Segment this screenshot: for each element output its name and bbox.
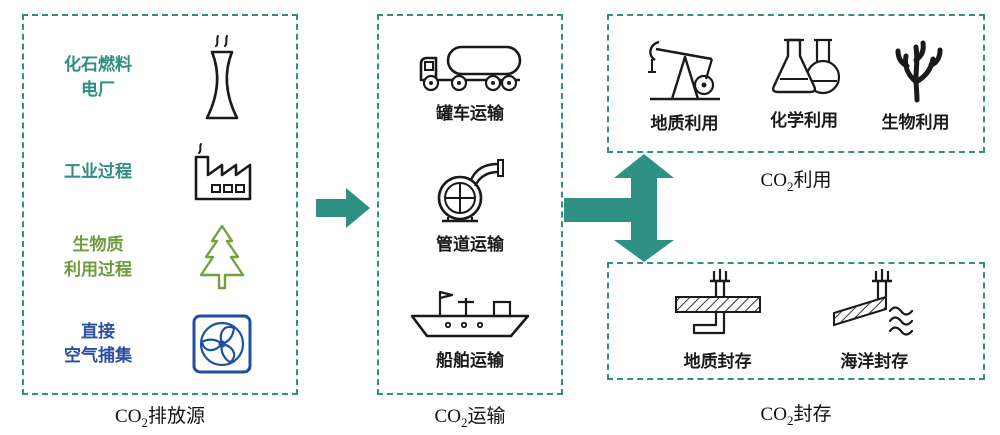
sources-caption: CO2排放源 <box>22 401 298 431</box>
ocean-storage-label: 海洋封存 <box>840 352 909 372</box>
fossil-plant-label: 化石燃料 电厂 <box>64 54 132 99</box>
storage-item-geological: 地质封存 <box>670 267 766 375</box>
utilization-box: 地质利用 化学利用 <box>607 14 985 153</box>
pine-tree-icon <box>199 224 245 290</box>
storage-caption-subscript: 2 <box>786 412 794 428</box>
source-item-industrial: 工业过程 <box>36 141 284 203</box>
truck-transport-label: 罐车运输 <box>436 104 504 124</box>
utilization-item-biological: 生物利用 <box>881 32 951 136</box>
industrial-label: 工业过程 <box>64 161 132 181</box>
cooling-tower-icon <box>205 34 239 119</box>
geological-storage-icon <box>674 269 761 335</box>
utilization-item-chemical: 化学利用 <box>760 34 848 134</box>
air-capture-fan-icon <box>192 314 252 374</box>
flow-arrow-sources-to-transport <box>316 188 370 228</box>
pipeline-pump-icon <box>437 158 504 222</box>
utilization-caption: CO2利用 <box>607 165 985 195</box>
biomass-label: 生物质 利用过程 <box>64 235 132 280</box>
transport-box: 罐车运输 管道运输 <box>377 14 563 395</box>
ocean-storage-icon <box>833 269 914 336</box>
sources-caption-co: CO <box>115 406 142 427</box>
tanker-truck-icon <box>419 46 522 92</box>
storage-item-ocean: 海洋封存 <box>826 267 922 375</box>
sources-caption-subscript: 2 <box>141 414 148 430</box>
oil-pumpjack-icon <box>647 40 720 100</box>
transport-item-pipeline: 管道运输 <box>422 154 518 258</box>
chemical-utilization-label: 化学利用 <box>770 110 838 130</box>
source-item-direct-air-capture: 直接 空气捕集 <box>36 313 284 375</box>
geological-utilization-label: 地质利用 <box>650 113 719 133</box>
source-item-fossil-plant: 化石燃料 电厂 <box>36 34 284 122</box>
transport-item-ship: 船舶运输 <box>408 284 532 374</box>
transport-caption-co: CO <box>434 406 461 427</box>
sources-caption-text: 排放源 <box>147 406 205 427</box>
geological-storage-label: 地质封存 <box>683 352 752 372</box>
source-item-biomass: 生物质 利用过程 <box>36 222 284 294</box>
ship-transport-label: 船舶运输 <box>436 351 504 370</box>
pipeline-transport-label: 管道运输 <box>436 234 504 254</box>
biological-utilization-label: 生物利用 <box>881 112 950 132</box>
transport-caption-subscript: 2 <box>460 414 468 430</box>
utilization-caption-subscript: 2 <box>786 178 794 194</box>
utilization-caption-co: CO <box>760 170 787 191</box>
transport-caption-text: 运输 <box>467 406 506 427</box>
transport-item-truck: 罐车运输 <box>414 35 526 127</box>
utilization-item-geological: 地质利用 <box>642 31 728 137</box>
chemical-flasks-icon <box>771 38 841 94</box>
dac-label: 直接 空气捕集 <box>64 321 132 366</box>
flow-arrow-transport-split <box>564 154 674 262</box>
utilization-caption-text: 利用 <box>793 170 832 191</box>
ship-icon <box>410 290 530 338</box>
emission-sources-box: 化石燃料 电厂 工业过程 生 <box>22 14 298 395</box>
transport-caption: CO2运输 <box>377 401 563 431</box>
storage-caption-co: CO <box>760 404 787 425</box>
storage-caption: CO2封存 <box>607 399 985 429</box>
storage-caption-text: 封存 <box>793 404 832 425</box>
factory-icon <box>194 142 252 201</box>
coral-icon <box>895 40 942 103</box>
storage-box: 地质封存 海洋封存 <box>607 262 985 380</box>
